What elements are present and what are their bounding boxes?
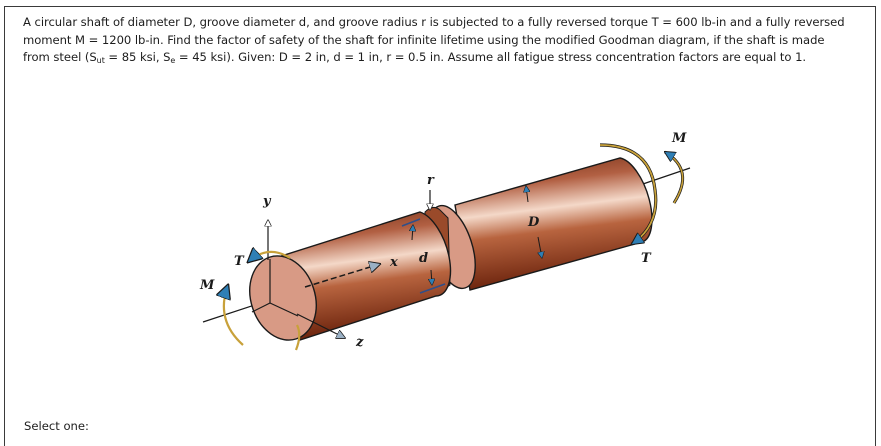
moment-label-right: M (671, 131, 687, 146)
z-axis-label: z (355, 335, 364, 350)
moment-arrow-right (665, 152, 684, 204)
shaft-diameter-arrow-top (526, 186, 528, 203)
groove-radius-label: r (427, 173, 435, 188)
torque-label-right: T (641, 251, 652, 266)
shaft-small-section (249, 211, 452, 341)
question-text: A circular shaft of diameter D, groove d… (23, 14, 853, 67)
groove-diameter-label: d (419, 251, 428, 266)
x-axis-arrow (304, 264, 380, 288)
question-text-part1: A circular shaft of diameter D, groove d… (23, 15, 845, 65)
subscript-e: e (170, 56, 176, 66)
question-text-part2: = 85 ksi, S (104, 50, 171, 65)
moment-arrow-left (224, 285, 244, 346)
shaft-diagram: x y z T M r d D T M (199, 131, 691, 351)
question-text-part3: = 45 ksi). Given: D = 2 in, d = 1 in, r … (175, 50, 807, 65)
subscript-ut: ut (96, 56, 105, 66)
torque-arrow-left (248, 252, 291, 262)
torque-arrow-right (599, 144, 657, 244)
z-axis-arrow (296, 313, 345, 338)
x-axis-label: x (389, 255, 398, 270)
groove-diameter-arrow-top (412, 225, 413, 241)
groove-diameter-arrow-bottom (431, 269, 432, 285)
moment-label-left: M (199, 278, 215, 293)
shaft-diameter-arrow-bottom (538, 236, 542, 258)
shaft-diameter-label: D (527, 215, 540, 230)
y-axis-label: y (262, 194, 272, 209)
select-one-label: Select one: (24, 419, 89, 433)
torque-label-left: T (234, 254, 245, 269)
